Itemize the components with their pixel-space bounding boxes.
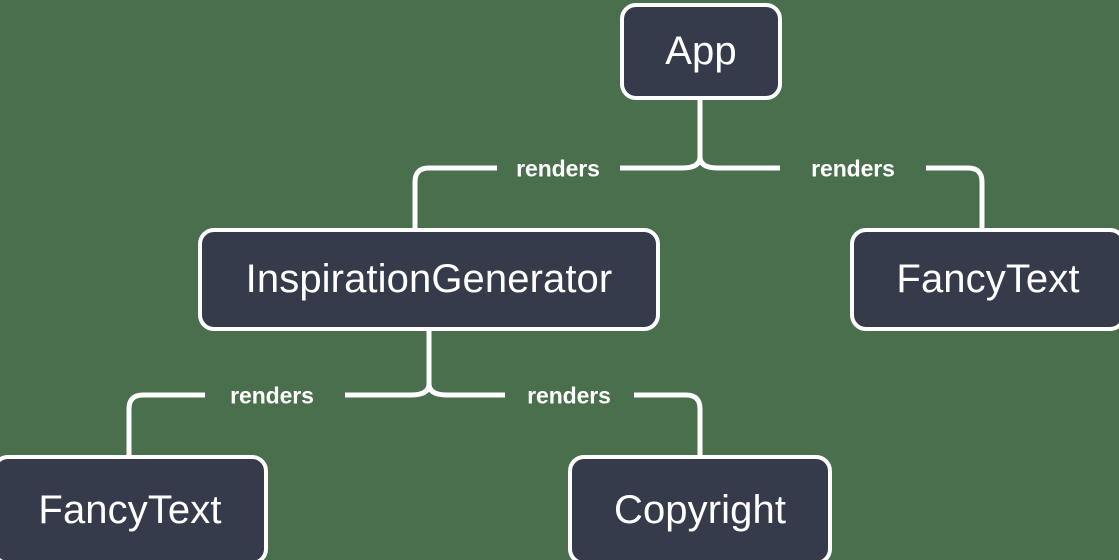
edge-label-app-to-inspiration-generator: renders bbox=[516, 155, 600, 182]
edge-inspgen-to-fancybl-drop bbox=[126, 392, 144, 455]
edge-app-junction bbox=[674, 156, 703, 171]
node-app-label: App bbox=[665, 29, 737, 73]
edge-app-junction-right bbox=[697, 156, 726, 171]
edge-app-to-inspgen-drop bbox=[412, 165, 430, 228]
edge-inspgen-to-copyright-drop bbox=[685, 392, 703, 455]
node-fancytext-right[interactable]: FancyText bbox=[850, 228, 1119, 331]
edge-app-to-fancyright-drop bbox=[967, 165, 985, 228]
node-copyright[interactable]: Copyright bbox=[568, 455, 832, 560]
node-copyright-label: Copyright bbox=[613, 487, 787, 532]
node-inspiration-generator-label: InspirationGenerator bbox=[245, 257, 613, 301]
node-fancytext-bottom-left[interactable]: FancyText bbox=[0, 455, 268, 560]
edge-label-app-to-fancytext: renders bbox=[811, 155, 895, 182]
node-inspiration-generator[interactable]: InspirationGenerator bbox=[198, 228, 660, 331]
edge-inspgen-junction-right bbox=[426, 383, 455, 398]
node-app[interactable]: App bbox=[620, 3, 782, 100]
edge-label-inspiration-generator-to-fancytext: renders bbox=[230, 382, 314, 409]
node-fancytext-right-label: FancyText bbox=[896, 257, 1080, 301]
node-fancytext-bottom-left-label: FancyText bbox=[38, 487, 222, 532]
edge-label-inspiration-generator-to-copyright: renders bbox=[527, 382, 611, 409]
edge-inspgen-junction-left bbox=[403, 383, 432, 398]
